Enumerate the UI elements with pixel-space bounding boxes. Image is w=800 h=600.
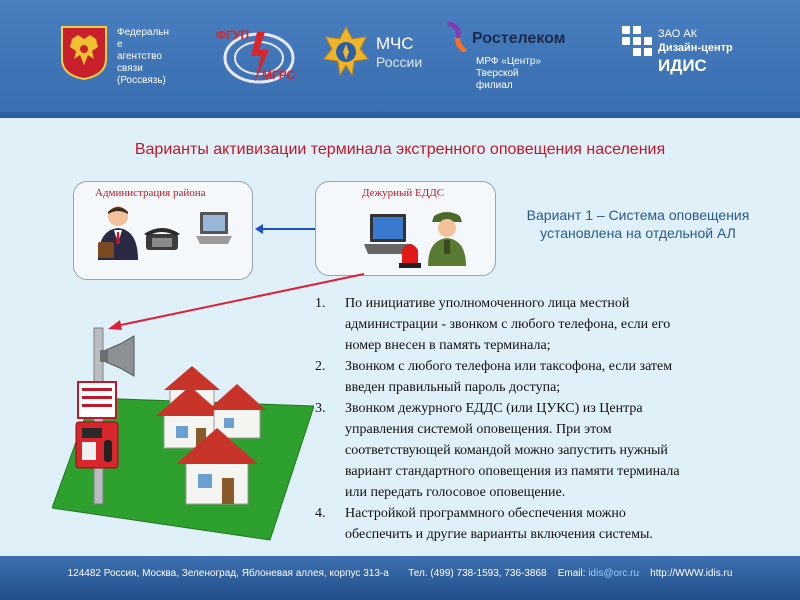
- edds-label: Дежурный ЕДДС: [362, 187, 445, 199]
- russian-coat-of-arms-icon: [61, 26, 107, 81]
- list-item: 1. По инициативе уполномоченного лица ме…: [312, 293, 782, 356]
- alarm-siren-icon: [399, 244, 421, 268]
- list-item-number: 4.: [315, 506, 326, 521]
- list-item: 3. Звонком дежурного ЕДДС (или ЦУКС) из …: [312, 398, 782, 503]
- list-item-line: обеспечить и другие варианты включения с…: [345, 527, 653, 542]
- rossvyaz-line: Федеральн: [117, 27, 170, 38]
- list-item: 2. Звонком с любого телефона или таксофо…: [312, 356, 782, 398]
- loudspeaker: [105, 335, 135, 377]
- edds-to-terminal-arrow: [108, 273, 365, 330]
- list-item-line: администрации - звонком с любого телефон…: [345, 317, 671, 332]
- fgup-label: ФГУП: [216, 28, 250, 42]
- rostelecom-sub: МРФ «Центр»: [476, 56, 542, 67]
- list-item-line: Звонком с любого телефона или таксофона,…: [345, 359, 673, 374]
- admin-label: Администрация района: [95, 187, 206, 199]
- list-item-line: По инициативе уполномоченного лица местн…: [345, 296, 630, 311]
- footer-web-link[interactable]: http://WWW.idis.ru: [650, 568, 733, 579]
- footer-phone: Тел. (499) 738-1593, 736-3868: [408, 568, 547, 579]
- rostelecom-logo-icon: [447, 22, 467, 52]
- idis-logo: ЗАО АК Дизайн-центр ИДИС: [658, 27, 733, 77]
- rostelecom-branch: МРФ «Центр» Тверской филиал: [476, 56, 541, 92]
- mchs-title: МЧС: [376, 34, 414, 53]
- slide-title: Варианты активизации терминала экстренно…: [134, 141, 666, 158]
- house: [176, 428, 258, 505]
- rostelecom-sub: филиал: [476, 80, 513, 91]
- list-item-line: Звонком дежурного ЕДДС (или ЦУКС) из Цен…: [345, 401, 643, 416]
- list-item-line: номер внесен в память терминала;: [345, 338, 551, 353]
- rossvyaz-abbr: (Россвязь): [117, 75, 166, 86]
- desk-phone-icon: [144, 228, 180, 250]
- header-divider: [0, 112, 800, 118]
- list-item-number: 1.: [315, 296, 326, 311]
- list-item-line: управления системой оповещения. При этом: [345, 422, 612, 437]
- list-item-line: введен правильный пароль доступа;: [345, 380, 561, 395]
- list-item-line: вариант стандартного оповещения из памят…: [345, 464, 680, 479]
- activation-options-list: 1. По инициативе уполномоченного лица ме…: [312, 293, 782, 545]
- rostelecom-sub: Тверской: [476, 68, 519, 79]
- idis-line2: Дизайн-центр: [658, 42, 733, 54]
- edds-laptop-icon: [364, 214, 412, 254]
- idis-line3: ИДИС: [658, 56, 707, 75]
- footer-email-link[interactable]: idis@orc.ru: [588, 568, 640, 579]
- fgup-mgrs-logo-icon: [223, 32, 295, 84]
- house: [156, 386, 224, 449]
- footer-contacts: 124482 Россия, Москва, Зеленоград, Яблон…: [0, 568, 800, 579]
- admin-official-icon: [98, 206, 138, 260]
- footer-address: 124482 Россия, Москва, Зеленоград, Яблон…: [67, 568, 389, 579]
- list-item-line: или передать голосовое оповещение.: [345, 485, 566, 500]
- idis-logo-icon: [622, 26, 652, 56]
- list-item-number: 3.: [315, 401, 326, 416]
- idis-line1: ЗАО АК: [658, 28, 698, 40]
- header-bar: [0, 0, 800, 118]
- list-item-line: соответствующей командой можно запустить…: [345, 443, 668, 458]
- settlement-scene: [52, 327, 314, 541]
- list-item-number: 2.: [315, 359, 326, 374]
- mchs-emblem-icon: [323, 25, 369, 77]
- mchs-logo: МЧС России: [376, 34, 422, 71]
- variant-description: Вариант 1 – Система оповещения установле…: [526, 207, 750, 241]
- edds-officer-icon: [428, 212, 466, 266]
- rossvyaz-line: агентство: [117, 51, 162, 62]
- rossvyaz-line: связи: [117, 63, 143, 74]
- warning-sign: [77, 381, 117, 419]
- list-item-line: Настройкой программного обеспечения можн…: [345, 506, 626, 521]
- admin-laptop-icon: [196, 212, 232, 244]
- footer-bar: [0, 556, 800, 600]
- list-item: 4. Настройкой программного обеспечения м…: [312, 503, 782, 545]
- rossvyaz-line: е: [117, 39, 123, 50]
- mchs-subtitle: России: [376, 54, 423, 70]
- footer-email-label: Email:: [557, 568, 586, 579]
- rostelecom-name: Ростелеком: [472, 30, 566, 47]
- edds-to-admin-arrow: [255, 224, 315, 234]
- mgrs-label: МГРС: [262, 68, 296, 82]
- rossvyaz-logo: Федеральн е агентство связи (Россвязь): [117, 27, 169, 87]
